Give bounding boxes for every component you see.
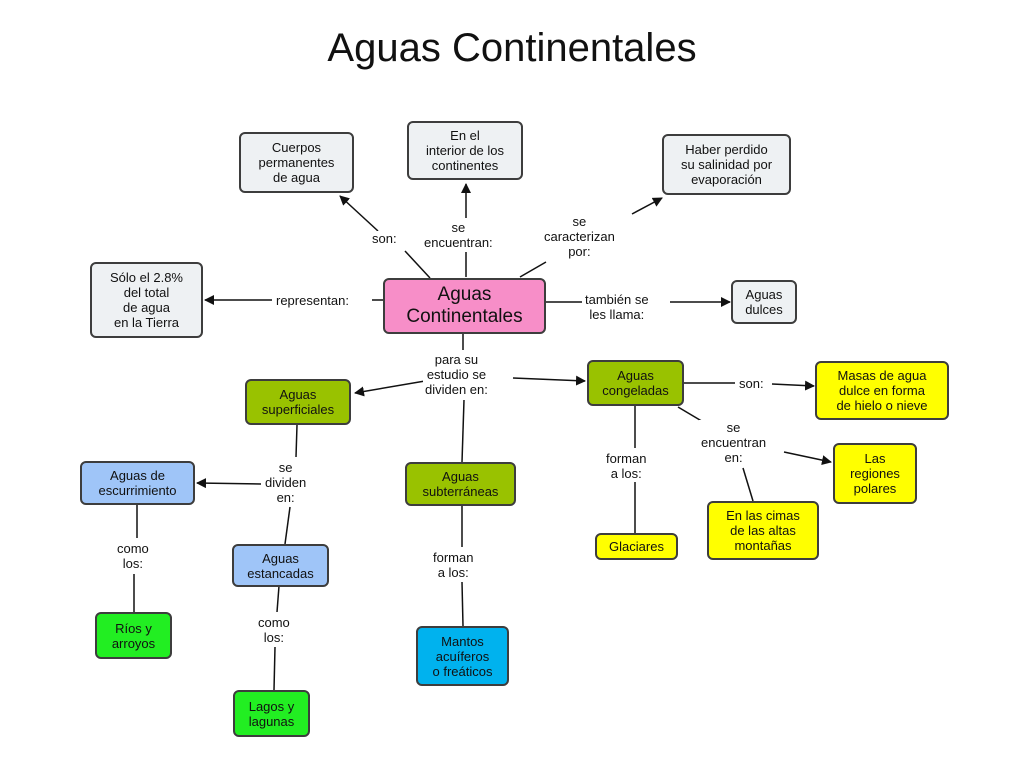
node-cuerpos-permanentes: Cuerpos permanentes de agua [239,132,354,193]
node-rios-arroyos: Ríos y arroyos [95,612,172,659]
node-glaciares: Glaciares [595,533,678,560]
node-interior-continentes: En el interior de los continentes [407,121,523,180]
link-label-para-su-estudio: para su estudio se dividen en: [423,352,490,397]
node-aguas-dulces: Aguas dulces [731,280,797,324]
node-aguas-superficiales: Aguas superficiales [245,379,351,425]
link-label-como-rios: como los: [115,541,151,571]
link-label-forman-glaciares: forman a los: [604,451,649,481]
node-mantos-acuiferos: Mantos acuíferos o freáticos [416,626,509,686]
link-label-se-caracterizan: se caracterizan por: [542,214,617,259]
node-lagos-lagunas: Lagos y lagunas [233,690,310,737]
link-label-forman-mantos: forman a los: [431,550,476,580]
link-label-son-congeladas: son: [737,376,766,391]
link-label-tambien: también se les llama: [583,292,651,322]
link-label-se-dividen: se dividen en: [263,460,309,505]
node-regiones-polares: Las regiones polares [833,443,917,504]
node-masas-de-agua: Masas de agua dulce en forma de hielo o … [815,361,949,420]
link-label-representan: representan: [274,293,351,308]
node-aguas-escurrimiento: Aguas de escurrimiento [80,461,195,505]
link-label-se-encuentran: se encuentran: [422,220,495,250]
node-solo-2-8: Sólo el 2.8% del total de agua en la Tie… [90,262,203,338]
page-title: Aguas Continentales [327,26,697,70]
node-aguas-continentales: Aguas Continentales [383,278,546,334]
node-salinidad: Haber perdido su salinidad por evaporaci… [662,134,791,195]
node-aguas-estancadas: Aguas estancadas [232,544,329,587]
node-aguas-congeladas: Aguas congeladas [587,360,684,406]
link-label-se-encuentran-en: se encuentran en: [699,420,769,465]
link-label-como-lagos: como los: [256,615,292,645]
node-aguas-subterraneas: Aguas subterráneas [405,462,516,506]
link-label-son: son: [370,231,399,246]
node-cimas-montanas: En las cimas de las altas montañas [707,501,819,560]
